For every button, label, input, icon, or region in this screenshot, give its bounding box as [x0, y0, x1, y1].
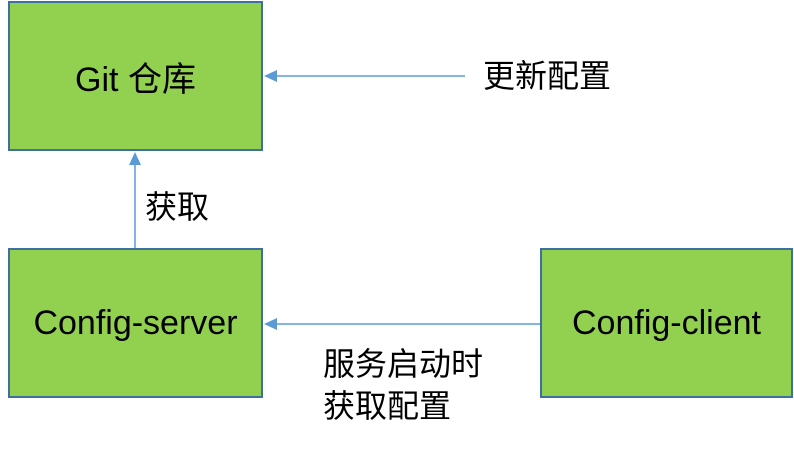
- update-config-label: 更新配置: [483, 57, 612, 95]
- config-server-node: Config-server: [8, 248, 263, 398]
- arrowhead-server-to-git: [129, 152, 141, 165]
- startup-fetch-label: 服务启动时 获取配置: [323, 343, 483, 427]
- startup-fetch-label-line1: 服务启动时: [323, 345, 484, 383]
- arrowhead-client-to-server: [264, 318, 277, 330]
- config-client-label: Config-client: [572, 303, 761, 342]
- startup-fetch-label-line2: 获取配置: [323, 387, 452, 425]
- git-repository-label: Git 仓库: [75, 60, 196, 99]
- arrowhead-update-to-git: [264, 70, 277, 82]
- config-server-label: Config-server: [33, 303, 238, 342]
- git-repository-node: Git 仓库: [8, 1, 263, 151]
- config-client-node: Config-client: [540, 248, 793, 398]
- fetch-label: 获取: [145, 188, 210, 226]
